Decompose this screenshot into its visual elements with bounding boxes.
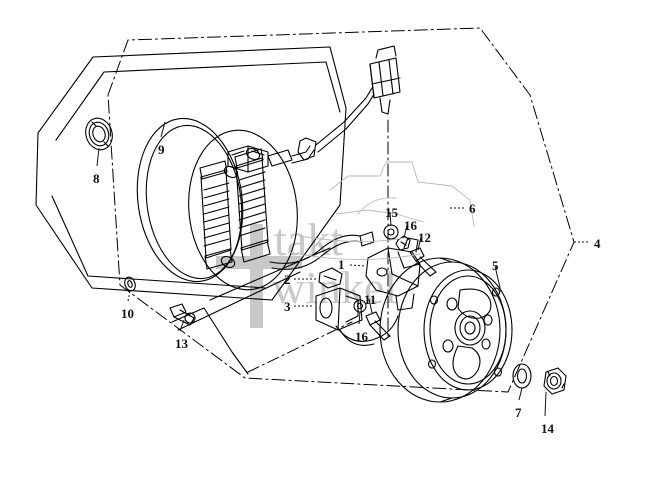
- callout-5: 5: [492, 258, 499, 273]
- callout-13: 13: [175, 336, 188, 351]
- o-ring-part: [124, 276, 136, 292]
- wire-connector: [369, 45, 401, 115]
- stator-coil-windings: [199, 145, 293, 270]
- callout-1: 1: [338, 257, 345, 272]
- oil-seal-part: [85, 117, 113, 151]
- plain-washer-part: [512, 363, 532, 389]
- grommet-clamp-part: [318, 267, 343, 289]
- flywheel-rotor-part: [379, 257, 513, 403]
- callout-16-lower: 16: [355, 329, 368, 344]
- callout-15: 15: [385, 205, 398, 220]
- stator-boundary-outline: [247, 119, 389, 373]
- callout-2: 2: [284, 272, 291, 287]
- callout-16: 16: [404, 218, 417, 233]
- callout-3: 3: [284, 299, 291, 314]
- callout-7: 7: [515, 405, 522, 420]
- callout-10: 10: [121, 306, 134, 321]
- mounting-screw-part: [365, 311, 391, 341]
- callout-8: 8: [93, 171, 100, 186]
- ghost-engine-outline: [287, 161, 475, 260]
- cover-seam-lines: [171, 247, 331, 375]
- flywheel-nut-part: [543, 367, 567, 395]
- callout-6: 6: [469, 201, 476, 216]
- callout-leaders: [96, 121, 590, 417]
- flange-bolt-upper: [409, 247, 437, 277]
- pickup-coil-part: [365, 237, 421, 311]
- cover-bolt-part: [169, 303, 196, 326]
- callout-12: 12: [418, 230, 431, 245]
- stator-lead-wire: [291, 87, 375, 164]
- callout-9: 9: [158, 142, 165, 157]
- callout-4: 4: [594, 236, 601, 251]
- crankcase-cover-outline: [35, 46, 347, 301]
- callout-11: 11: [364, 292, 377, 307]
- callout-14: 14: [541, 421, 554, 436]
